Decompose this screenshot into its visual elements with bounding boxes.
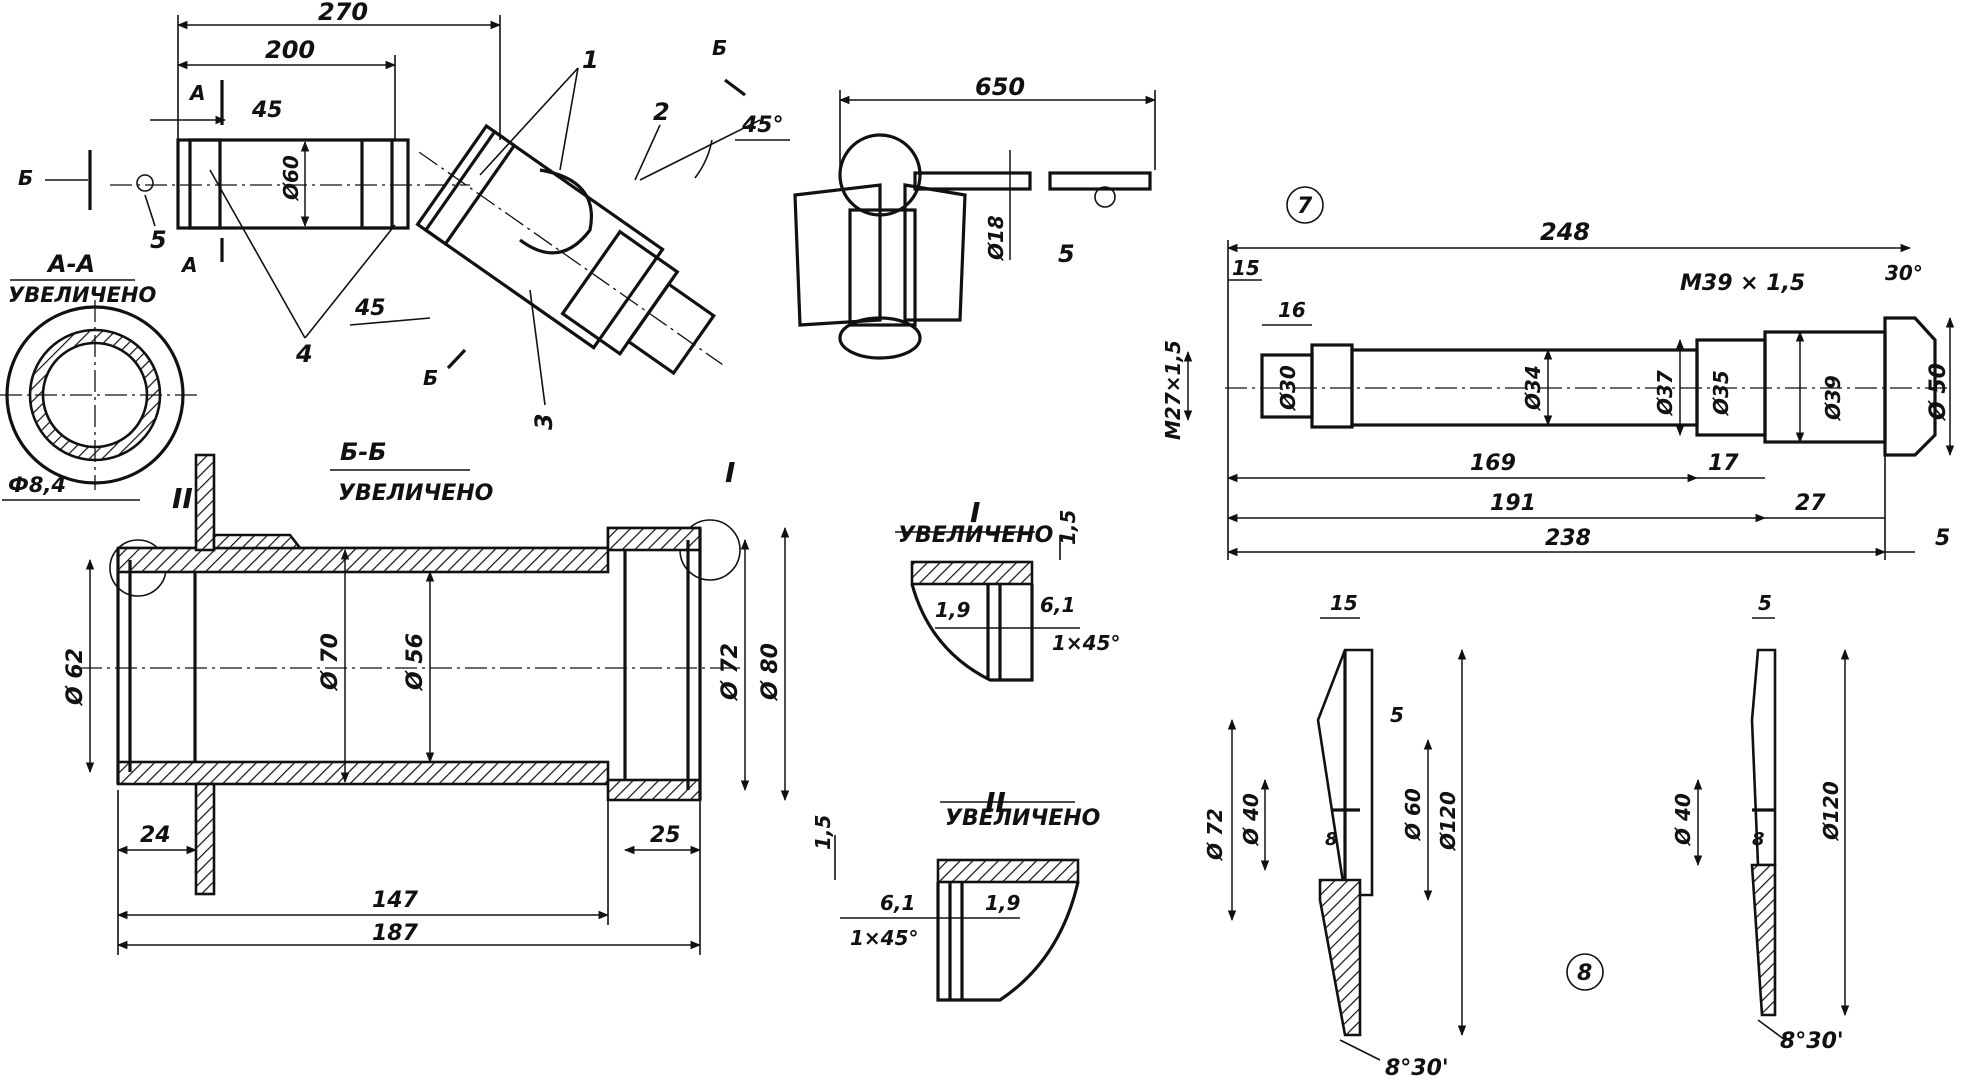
- section-mark-a-bottom: А: [180, 253, 197, 277]
- p7-dim-191: 191: [1490, 491, 1536, 516]
- part-7-view: 7 248 15 16 M39 × 1,5 30° M27×1,5 Ø30 Ø3…: [1161, 186, 1955, 560]
- p7-dim-238: 238: [1545, 526, 1591, 551]
- bb-dim-d56: Ø 56: [403, 633, 428, 692]
- p8-left-dim-5: 5: [1390, 703, 1404, 727]
- p8-left-dim-d60: Ø 60: [1401, 788, 1425, 841]
- section-aa-view: А-А УВЕЛИЧЕНО Ф8,4: [0, 250, 200, 501]
- p7-dim-27: 27: [1795, 491, 1826, 516]
- p7-dim-15: 15: [1232, 256, 1260, 280]
- section-mark-b-topright: Б: [712, 36, 727, 60]
- p7-dim-d37: Ø37: [1653, 370, 1677, 416]
- p8-left-dim-d120: Ø120: [1436, 791, 1460, 851]
- section-aa-subtitle: УВЕЛИЧЕНО: [8, 283, 156, 307]
- section-aa-dim: Ф8,4: [8, 473, 66, 497]
- p8-left-dim-8: 8: [1325, 829, 1338, 850]
- dim-45-bottom: 45: [354, 296, 386, 321]
- section-mark-a-top: А: [188, 81, 205, 105]
- callout-3: 3: [530, 413, 558, 430]
- detail-ref-2: II: [172, 482, 193, 515]
- p8-right-dim-8: 8: [1752, 829, 1765, 850]
- bb-dim-d62: Ø 62: [63, 648, 88, 707]
- dim-d60: Ø60: [279, 155, 303, 201]
- dim-200: 200: [265, 36, 315, 64]
- bb-dim-d80: Ø 80: [758, 643, 783, 702]
- clamp-view: 650 Ø18 5: [793, 73, 1157, 360]
- bb-dim-d70: Ø 70: [318, 633, 343, 692]
- p7-dim-d39: Ø39: [1821, 375, 1845, 421]
- part-7-number: 7: [1297, 194, 1313, 219]
- section-bb-view: Б-Б УВЕЛИЧЕНО II I Ø 62 Ø 70 Ø 56 Ø 72: [63, 438, 790, 955]
- assembly-view: 270 200 45 Ø60 1 2 3 4 45: [18, 0, 790, 430]
- callout-2: 2: [653, 98, 670, 126]
- bb-dim-d72: Ø 72: [718, 643, 743, 702]
- p8-left-dim-angle: 8°30': [1385, 1056, 1449, 1081]
- dim-45deg: 45°: [741, 113, 784, 138]
- p8-right-dim-angle: 8°30': [1780, 1029, 1844, 1054]
- p7-dim-d34: Ø34: [1521, 365, 1545, 411]
- p8-right-dim-d120: Ø120: [1819, 781, 1843, 841]
- p7-dim-5: 5: [1935, 526, 1950, 551]
- p8-left-dim-d72: Ø 72: [1203, 808, 1227, 861]
- section-aa-title: А-А: [46, 250, 95, 278]
- part-8-view: 8 15 5 8 Ø 72 Ø 40 Ø 60 Ø120 8°30' 5 8 Ø…: [1203, 591, 1850, 1081]
- detail-1-dim-1-9: 1,9: [935, 598, 971, 622]
- callout-5: 5: [150, 226, 167, 254]
- detail-1-dim-6-1: 6,1: [1040, 593, 1075, 617]
- bb-dim-187: 187: [372, 921, 419, 946]
- detail-1-subtitle: УВЕЛИЧЕНО: [898, 523, 1053, 548]
- p7-dim-d35: Ø35: [1709, 370, 1733, 416]
- p7-dim-16: 16: [1278, 298, 1306, 322]
- clamp-dim-d18: Ø18: [984, 215, 1008, 261]
- detail-2-dim-6-1: 6,1: [880, 891, 915, 915]
- p8-right-dim-5: 5: [1758, 591, 1772, 615]
- dim-270: 270: [318, 0, 368, 26]
- clamp-callout-5: 5: [1058, 240, 1075, 268]
- p8-right-dim-d40: Ø 40: [1671, 793, 1695, 846]
- callout-4: 4: [295, 340, 313, 368]
- dim-45-top: 45: [251, 98, 283, 123]
- clamp-dim-650: 650: [975, 73, 1025, 101]
- p7-dim-169: 169: [1470, 451, 1516, 476]
- callout-1: 1: [582, 46, 599, 74]
- detail-2-dim-1-9: 1,9: [985, 891, 1021, 915]
- detail-ref-1: I: [725, 456, 735, 489]
- bb-dim-24: 24: [140, 823, 171, 848]
- p7-dim-m39: M39 × 1,5: [1680, 271, 1805, 296]
- p7-dim-d30: Ø30: [1276, 365, 1300, 411]
- detail-1-title: I: [970, 496, 980, 529]
- part-8-number: 8: [1577, 961, 1592, 986]
- detail-2-view: II УВЕЛИЧЕНО 1,5 6,1 1,9 1×45°: [811, 786, 1100, 1002]
- detail-1-dim-1-5: 1,5: [1056, 510, 1080, 545]
- bb-dim-25: 25: [650, 823, 681, 848]
- p7-dim-17: 17: [1708, 451, 1739, 476]
- p8-left-dim-d40: Ø 40: [1239, 793, 1263, 846]
- p7-dim-30deg: 30°: [1885, 261, 1923, 285]
- section-bb-subtitle: УВЕЛИЧЕНО: [338, 481, 493, 506]
- detail-2-dim-chamfer: 1×45°: [850, 926, 919, 950]
- section-mark-b-bottom: Б: [423, 366, 438, 390]
- detail-1-view: I УВЕЛИЧЕНО 1,5 1,9 6,1 1×45°: [895, 496, 1121, 682]
- detail-2-subtitle: УВЕЛИЧЕНО: [945, 806, 1100, 831]
- p8-left-dim-15: 15: [1330, 591, 1358, 615]
- p7-dim-m27: M27×1,5: [1161, 340, 1185, 440]
- section-mark-b-left: Б: [18, 166, 33, 190]
- bb-dim-147: 147: [372, 888, 419, 913]
- detail-1-dim-chamfer: 1×45°: [1052, 631, 1121, 655]
- section-bb-title: Б-Б: [340, 438, 387, 466]
- p7-dim-248: 248: [1540, 218, 1590, 246]
- detail-2-dim-1-5: 1,5: [811, 815, 835, 850]
- p7-dim-d50: Ø 50: [1926, 363, 1951, 422]
